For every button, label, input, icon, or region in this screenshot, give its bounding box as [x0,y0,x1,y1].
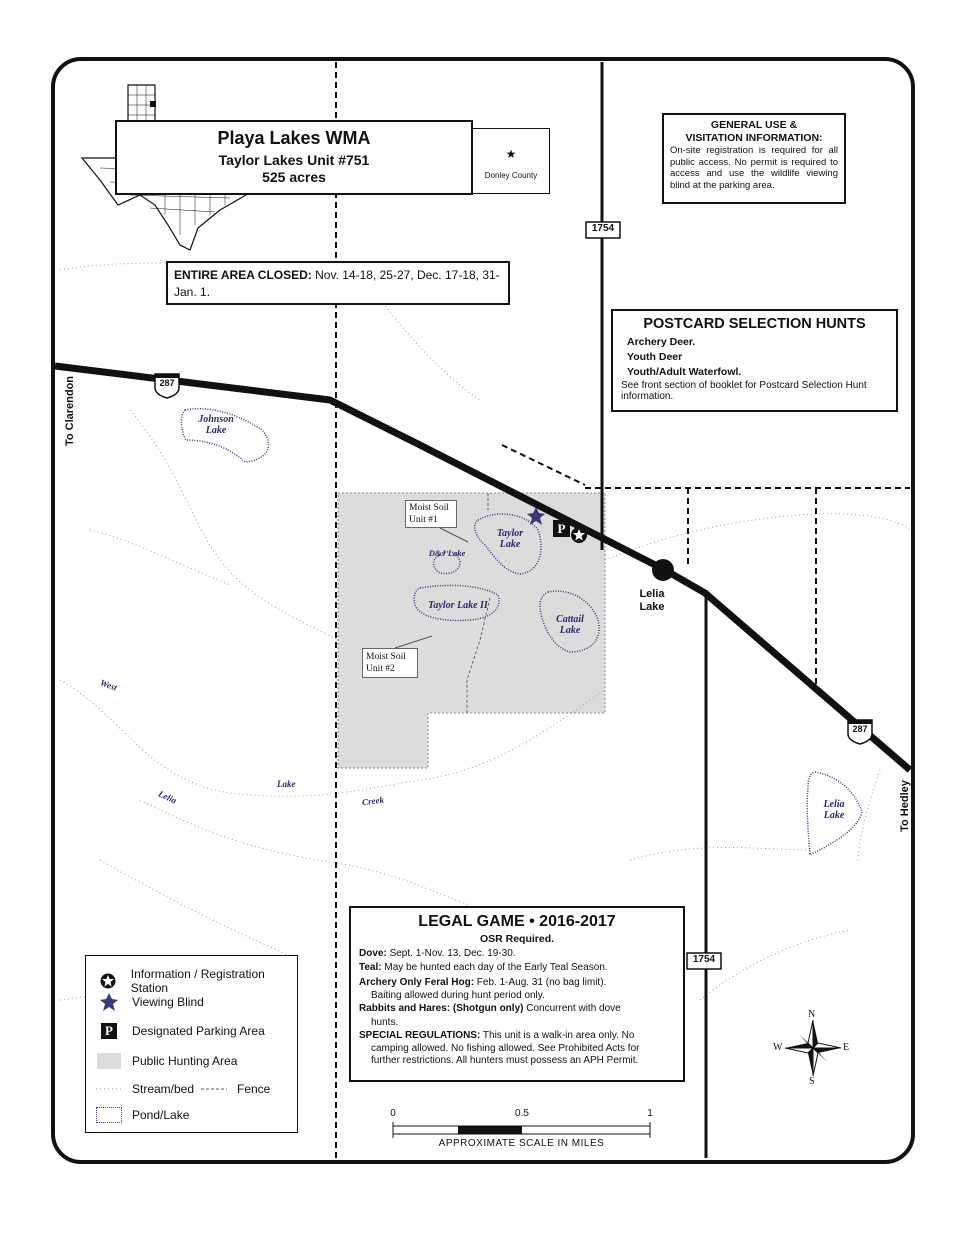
unit-acreage: 525 acres [262,169,326,185]
legend-fence: Fence [201,1080,270,1098]
special-regulations: SPECIAL REGULATIONS: This unit is a walk… [359,1029,635,1041]
legend-hunting-area: Public Hunting Area [96,1052,237,1070]
teal-regulation: Teal: May be hunted each day of the Earl… [359,962,608,973]
legend-pond: Pond/Lake [96,1106,189,1124]
scale-tick-half: 0.5 [515,1108,529,1119]
postcard-heading: POSTCARD SELECTION HUNTS [643,316,866,332]
scale-bar [392,1122,651,1138]
creek-label-lake: Lake [277,779,296,789]
title-box: Playa Lakes WMA Taylor Lakes Unit #751 5… [115,120,473,195]
compass-west: W [773,1042,783,1053]
streams [59,261,911,1001]
dove-regulation: Dove: Sept. 1-Nov. 13, Dec. 19-30. [359,947,516,959]
viewing-blind-icon [96,993,122,1011]
closure-dates: Nov. 14-18, 25-27, Dec. 17-18, 31-Jan. 1… [174,268,500,299]
taylor-lake-ii-shape [413,584,500,622]
fm-1754-marker-a [585,221,621,239]
legend-viewing-blind: Viewing Blind [96,993,204,1011]
pond-lake-icon [96,1106,122,1124]
fm-1754-marker-b [686,952,722,970]
fm-1754-label-b: 1754 [692,954,716,965]
fence-line-icon [201,1080,227,1098]
us-287-label-b: 287 [852,724,868,734]
cattail-lake-shape [539,590,600,653]
taylor-lake-shape [473,513,542,575]
fm-1754-label-a: 1754 [591,223,615,234]
taylor-lake-ii-label: Taylor Lake II [428,600,488,611]
legal-game-heading: LEGAL GAME • 2016-2017 [418,913,616,930]
to-clarendon-label: To Clarendon [64,375,76,447]
compass-east: E [843,1042,850,1053]
postcard-hunts-box: POSTCARD SELECTION HUNTS Archery Deer. Y… [611,309,898,412]
postcard-item: Archery Deer. [627,336,696,348]
page-title: Playa Lakes WMA [217,128,371,148]
county-star-icon: ★ [505,147,517,161]
info-station-icon [96,972,121,990]
closure-label: ENTIRE AREA CLOSED: [174,268,312,282]
us-287-road [54,362,913,773]
compass-south: S [809,1076,815,1087]
parking-icon [553,520,570,537]
legend-info-station: Information / Registration Station [96,967,297,995]
legend-parking: P Designated Parking Area [96,1022,265,1040]
hunting-area-swatch [96,1052,122,1070]
general-info-heading-2: VISITATION INFORMATION: [685,132,823,144]
general-info-box: GENERAL USE & VISITATION INFORMATION: On… [662,113,846,204]
lelia-lake-town-icon [652,559,674,581]
compass-north: N [808,1009,816,1020]
legend-box: Information / Registration Station Viewi… [85,955,298,1133]
lakes [180,407,863,857]
rabbit-regulation: Rabbits and Hares: (Shotgun only) Concur… [359,1003,621,1014]
fences [335,62,910,1160]
legend-stream: Stream/bed [96,1080,194,1098]
viewing-blind-icon [527,507,545,525]
dj-lake-label: D&J Lake [428,548,466,558]
general-info-heading-1: GENERAL USE & [710,119,798,131]
scale-tick-0: 0 [390,1108,396,1119]
county-name: Donley County [484,171,538,180]
internal-fence [466,493,491,713]
postcard-item: Youth Deer [627,351,683,363]
hog-regulation: Archery Only Feral Hog: Feb. 1-Aug. 31 (… [359,976,607,988]
scale-caption: APPROXIMATE SCALE IN MILES [438,1138,605,1149]
moist-soil-2-leader [394,635,433,649]
osr-required: OSR Required. [479,933,555,945]
postcard-note: See front section of booklet for Postcar… [621,380,867,402]
legal-game-box: LEGAL GAME • 2016-2017 OSR Required. Dov… [349,906,685,1082]
rabbit-regulation-cont: hunts. [371,1016,399,1028]
moist-soil-1-leader [439,527,469,543]
fm-1754 [600,62,708,1158]
unit-name: Taylor Lakes Unit #751 [218,152,370,168]
info-station-icon [571,527,587,543]
us-287-label-a: 287 [159,378,175,388]
compass-rose-icon [784,1019,842,1077]
scale-tick-1: 1 [647,1108,653,1119]
general-info-body: On-site registration is required for all… [670,145,838,191]
to-hedley-label: To Hedley [899,780,911,832]
parking-icon: P [96,1022,122,1040]
dj-lake-shape [432,551,461,575]
hog-regulation-cont: Baiting allowed during hunt period only. [371,990,545,1001]
special-regulations-cont: camping allowed. No fishing allowed. See… [371,1043,640,1054]
us-287-shield-b [847,719,873,745]
county-locator: ★ Donley County [472,128,550,194]
special-regulations-cont: further restrictions. All hunters must p… [371,1055,639,1066]
closure-box: ENTIRE AREA CLOSED: Nov. 14-18, 25-27, D… [166,261,510,305]
parking-icon-letter: P [558,521,566,536]
us-287-shield-a [154,373,180,399]
stream-line-icon [96,1080,122,1098]
postcard-item: Youth/Adult Waterfowl. [627,366,742,378]
